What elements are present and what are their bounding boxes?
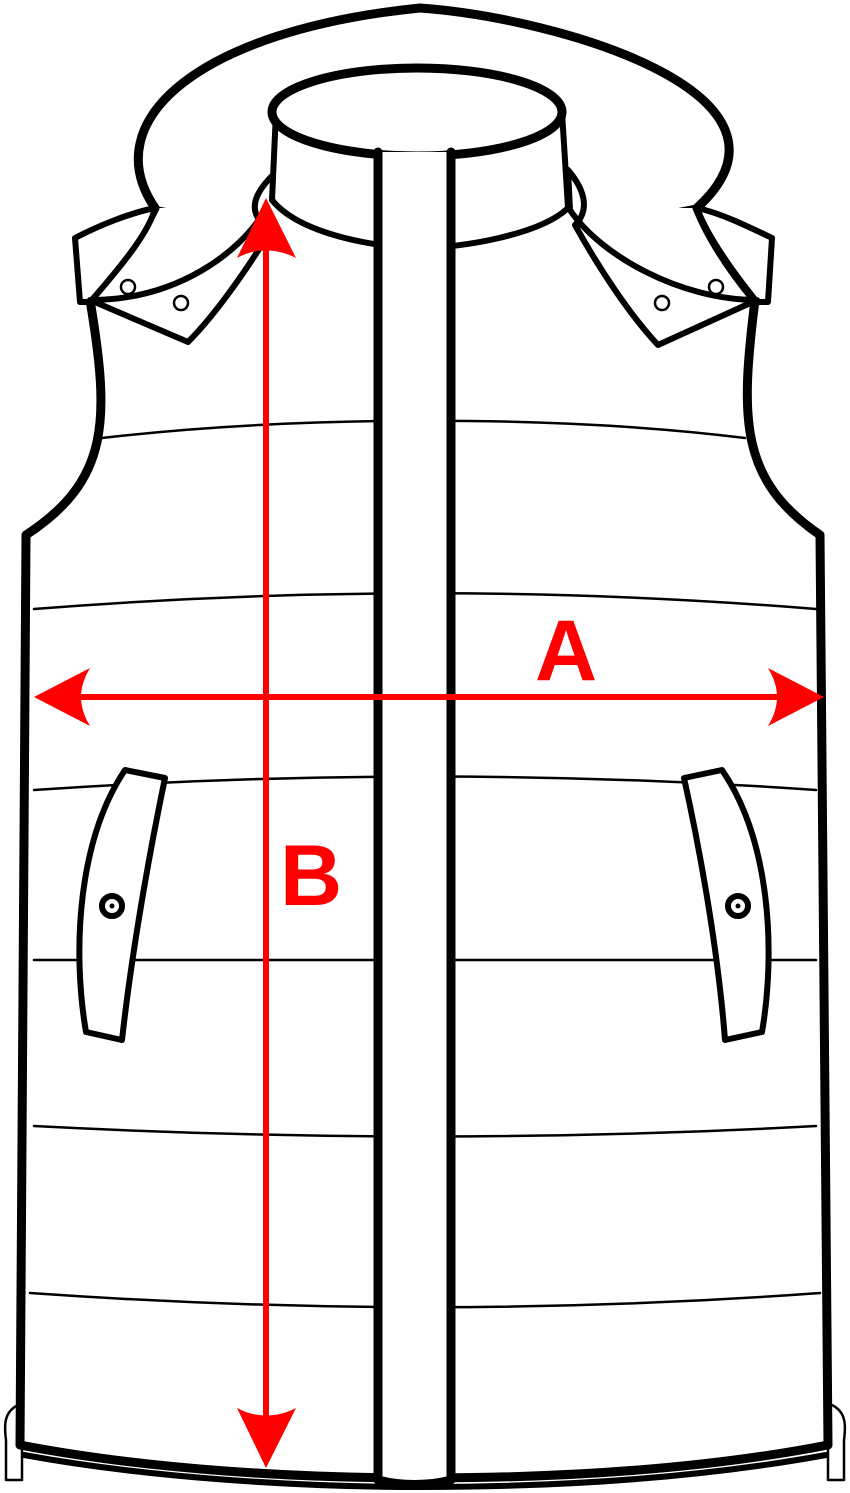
- pocket-snap-right: [725, 893, 751, 919]
- pocket-snap-left: [99, 893, 125, 919]
- measurement-b-arrowhead-top: [237, 198, 296, 258]
- measurement-b-arrowhead-bottom: [237, 1408, 296, 1468]
- measurement-a-arrowhead-right: [768, 668, 824, 726]
- drawstring-tab-right: [826, 1403, 847, 1482]
- measurement-a-label: A: [535, 603, 597, 699]
- pocket-right: [681, 767, 772, 1043]
- measurement-b-label: B: [280, 828, 342, 924]
- hood-outline: [133, 3, 734, 213]
- hood-tab-right-flap: [565, 167, 760, 348]
- collar-neck-curve-left: [251, 173, 275, 221]
- hood-tab-right: [694, 205, 775, 305]
- zipper-placket-bottom: [373, 1475, 456, 1489]
- hood-tab-left: [72, 205, 158, 305]
- snap-left-2: [172, 294, 190, 312]
- measurement-a-arrow: [34, 668, 824, 726]
- measurement-b-arrow: [237, 198, 296, 1468]
- measurement-a-arrowhead-left: [34, 668, 90, 726]
- drawstring-tab-left: [3, 1403, 24, 1482]
- snap-left-1: [119, 278, 137, 296]
- snap-right-1: [653, 294, 671, 312]
- collar-opening: [267, 63, 567, 161]
- zipper-placket: [376, 152, 452, 1482]
- pocket-left: [76, 767, 168, 1043]
- snap-right-2: [707, 278, 725, 296]
